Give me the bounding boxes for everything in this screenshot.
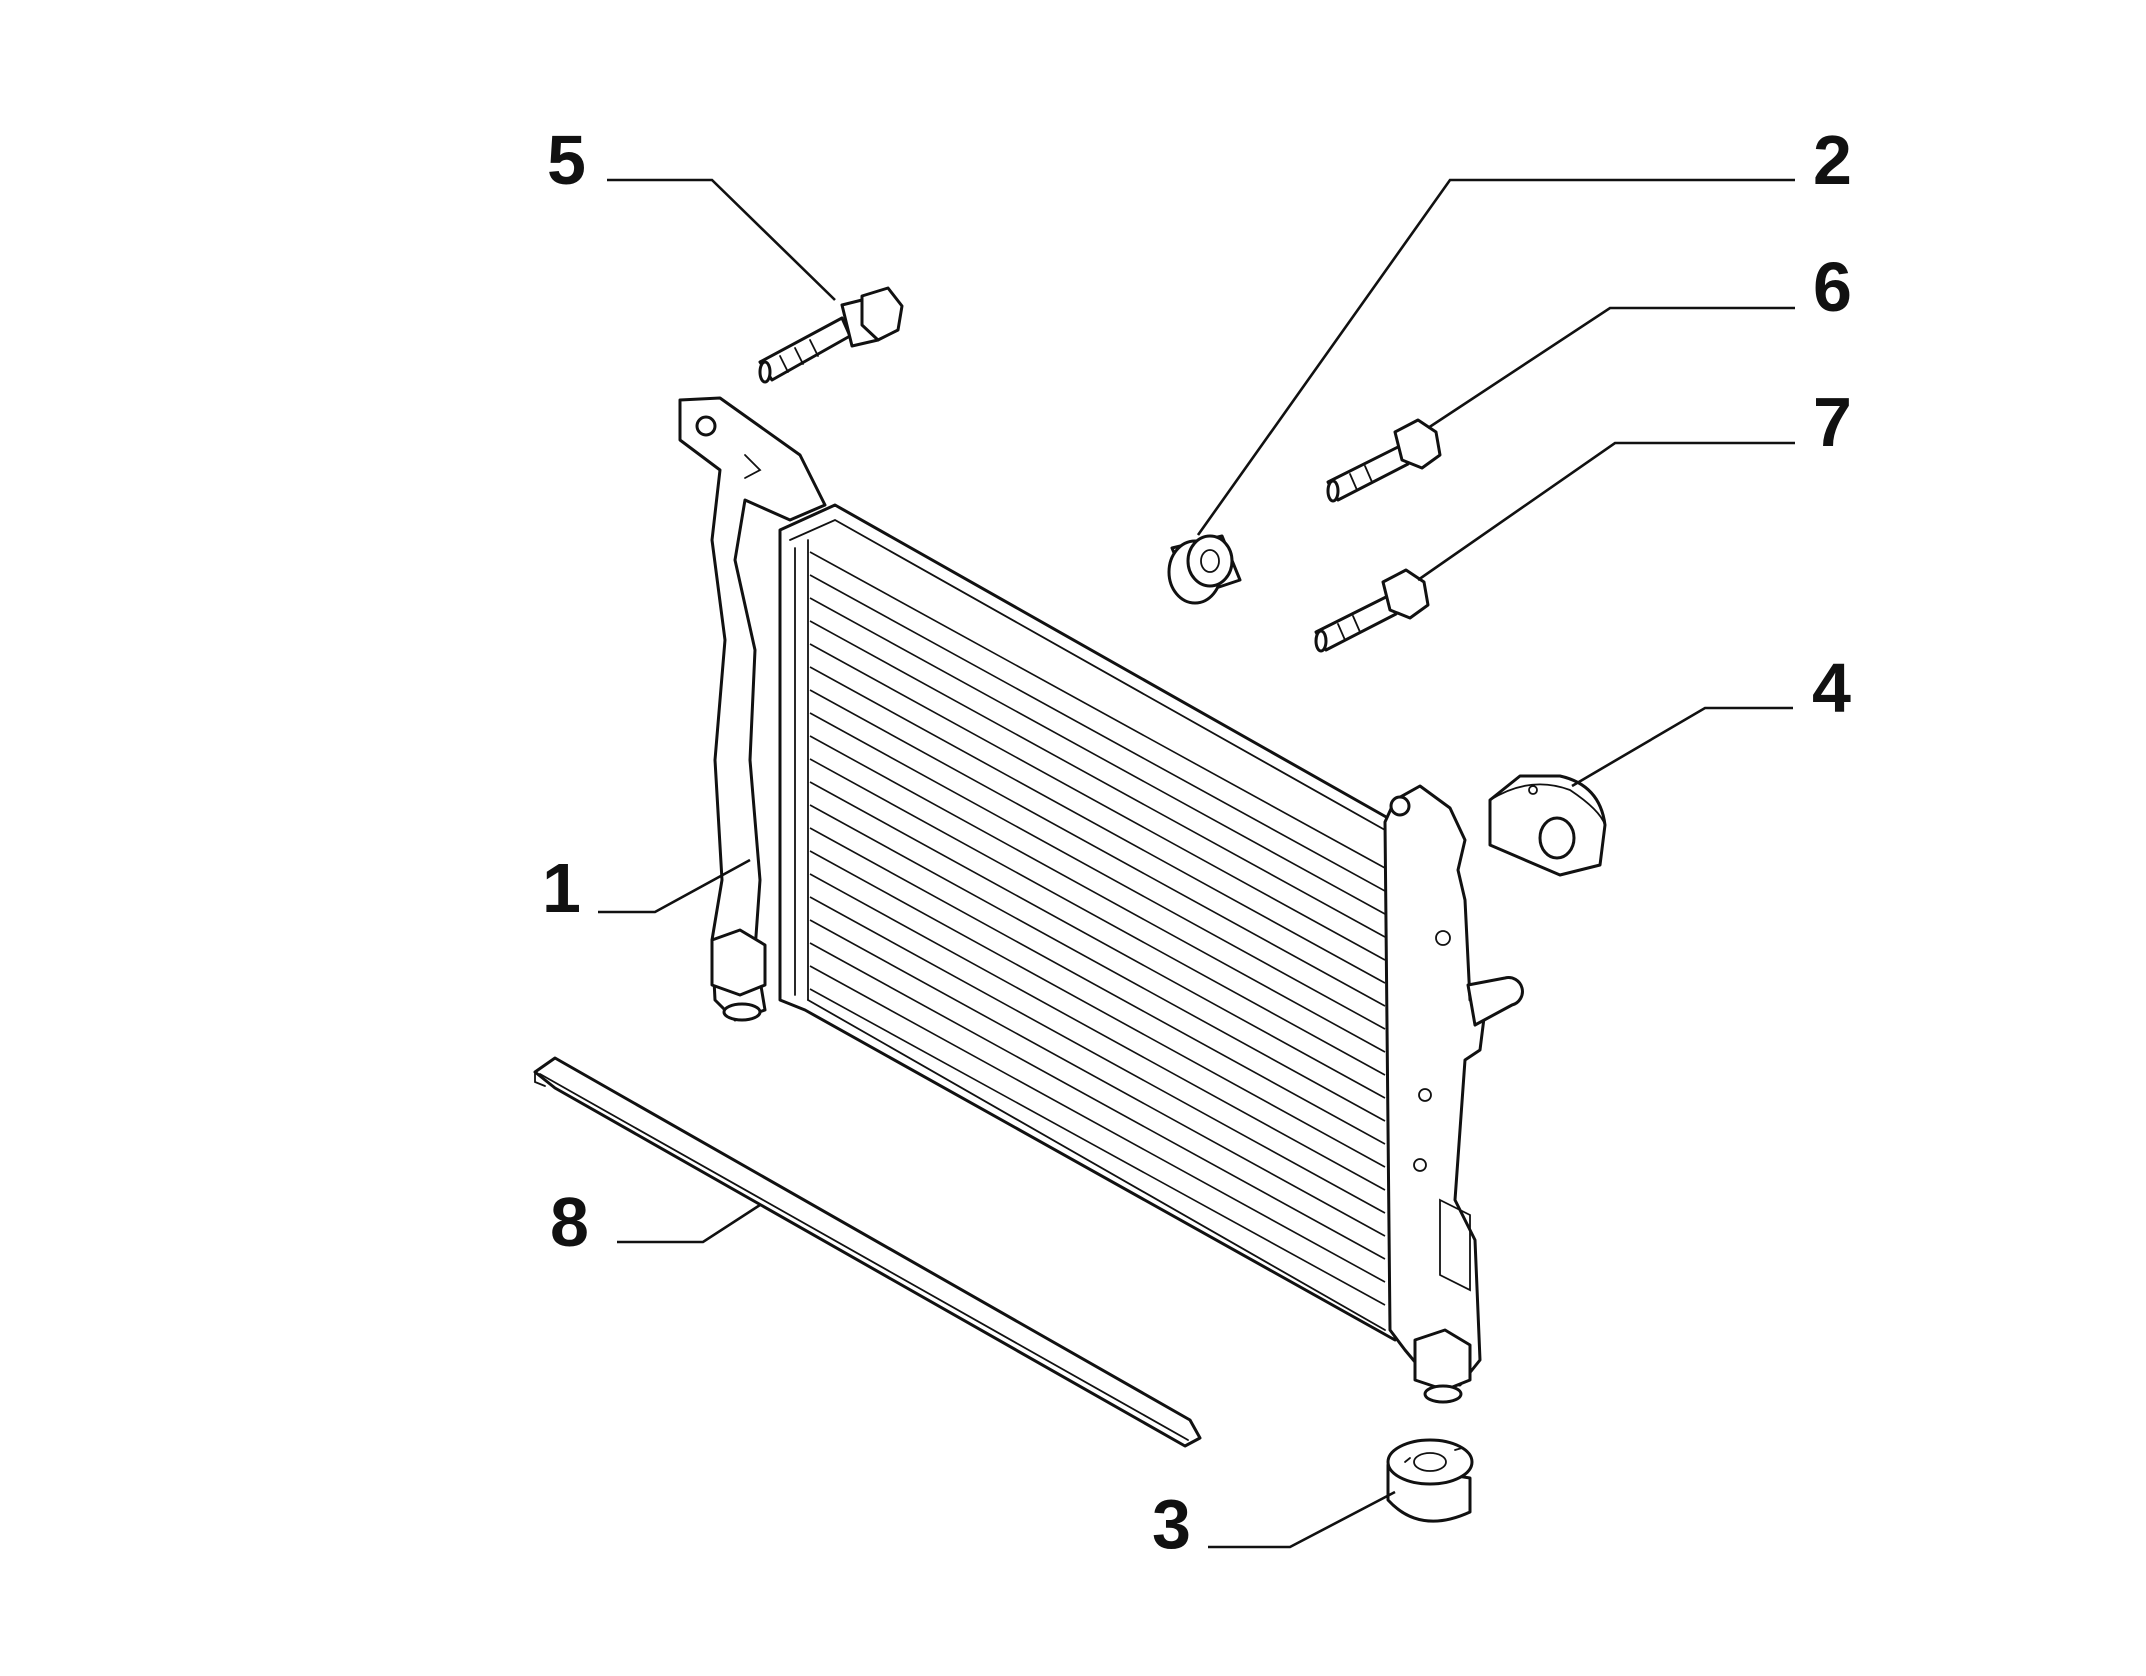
callout-4: 4 [1812,649,1851,727]
part-5-bolt [758,286,904,384]
leader-5 [607,178,836,301]
left-bracket-hole [695,415,717,437]
leader-3 [1208,1490,1396,1549]
callout-numbers: 1 2 3 4 5 6 7 8 [542,121,1852,1563]
callout-8: 8 [550,1183,589,1261]
callout-3: 3 [1152,1485,1191,1563]
callout-6: 6 [1813,248,1852,326]
right-outlet-pipe [1466,976,1524,1027]
radiator-core-frame [778,503,1397,1342]
leader-1 [598,858,751,914]
part-2-grommet [1167,534,1242,605]
callout-leaders [598,178,1795,1549]
callout-7: 7 [1813,383,1852,461]
left-foot [710,928,767,997]
leader-8 [617,1203,761,1244]
radiator-fins [809,551,1386,1306]
part-7-bolt [1314,568,1430,653]
callout-5: 5 [547,121,586,199]
leader-6 [1427,306,1795,430]
leader-7 [1417,441,1795,582]
part-8-seal-strip [533,1056,1202,1448]
callout-1: 1 [542,849,581,927]
leader-4 [1571,706,1793,788]
right-bracket-hole [1389,795,1411,817]
callout-2: 2 [1813,121,1852,199]
part-4-rubber-block [1488,774,1607,877]
part-6-bolt [1326,418,1442,503]
leader-2 [1196,178,1795,536]
part-1-radiator [678,396,1524,1404]
part-3-buffer [1386,1438,1474,1523]
radiator-right-tank [1383,784,1487,1387]
right-foot [1413,1328,1472,1392]
